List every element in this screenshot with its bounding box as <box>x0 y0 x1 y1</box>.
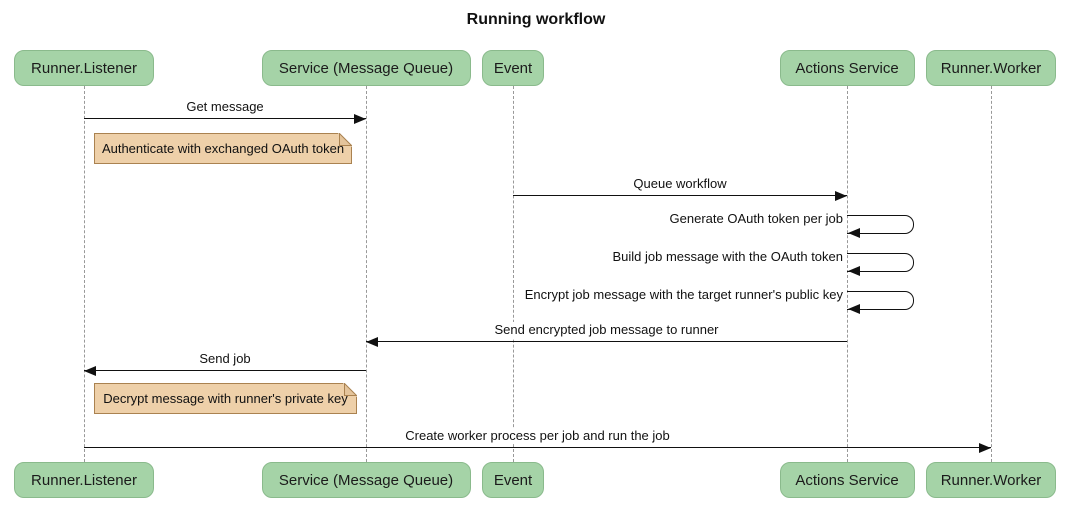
message-arrow-line <box>84 370 366 371</box>
note: Decrypt message with runner's private ke… <box>94 383 357 414</box>
self-message-label: Generate OAuth token per job <box>669 211 843 226</box>
arrowhead-left-icon <box>848 266 860 276</box>
self-message-label: Build job message with the OAuth token <box>612 249 843 264</box>
message-arrow-line <box>513 195 847 196</box>
note-label: Authenticate with exchanged OAuth token <box>101 141 345 156</box>
participant-top-4: Runner.Worker <box>926 50 1056 86</box>
note: Authenticate with exchanged OAuth token <box>94 133 352 164</box>
message-label: Get message <box>183 99 267 115</box>
participant-bottom-1: Service (Message Queue) <box>261 462 471 498</box>
message-label: Send encrypted job message to runner <box>491 322 722 338</box>
arrowhead-right-icon <box>354 114 366 124</box>
self-message-loop <box>847 291 914 310</box>
message-arrow-line <box>366 341 847 342</box>
arrowhead-left-icon <box>848 304 860 314</box>
message-label: Create worker process per job and run th… <box>402 428 673 444</box>
arrowhead-right-icon <box>835 191 847 201</box>
note-fold-icon <box>344 383 357 396</box>
note-label: Decrypt message with runner's private ke… <box>103 391 348 406</box>
self-message-label: Encrypt job message with the target runn… <box>524 287 843 302</box>
arrowhead-left-icon <box>84 366 96 376</box>
participant-bottom-2: Event <box>482 462 544 498</box>
lifeline <box>365 86 367 462</box>
lifeline <box>83 86 85 462</box>
arrowhead-left-icon <box>848 228 860 238</box>
message-label: Send job <box>196 351 254 367</box>
message-label: Queue workflow <box>630 176 730 192</box>
participant-top-1: Service (Message Queue) <box>261 50 471 86</box>
message-arrow-line <box>84 447 991 448</box>
lifeline <box>846 86 848 462</box>
self-message-loop <box>847 215 914 234</box>
lifeline <box>512 86 514 462</box>
arrowhead-right-icon <box>979 443 991 453</box>
participant-bottom-0: Runner.Listener <box>14 462 154 498</box>
diagram-title: Running workflow <box>466 11 606 28</box>
participant-bottom-3: Actions Service <box>779 462 915 498</box>
self-message-loop <box>847 253 914 272</box>
participant-bottom-4: Runner.Worker <box>926 462 1056 498</box>
participant-top-0: Runner.Listener <box>14 50 154 86</box>
lifeline <box>990 86 992 462</box>
message-arrow-line <box>84 118 366 119</box>
participant-top-3: Actions Service <box>779 50 915 86</box>
arrowhead-left-icon <box>366 337 378 347</box>
participant-top-2: Event <box>482 50 544 86</box>
note-fold-icon <box>339 133 352 146</box>
